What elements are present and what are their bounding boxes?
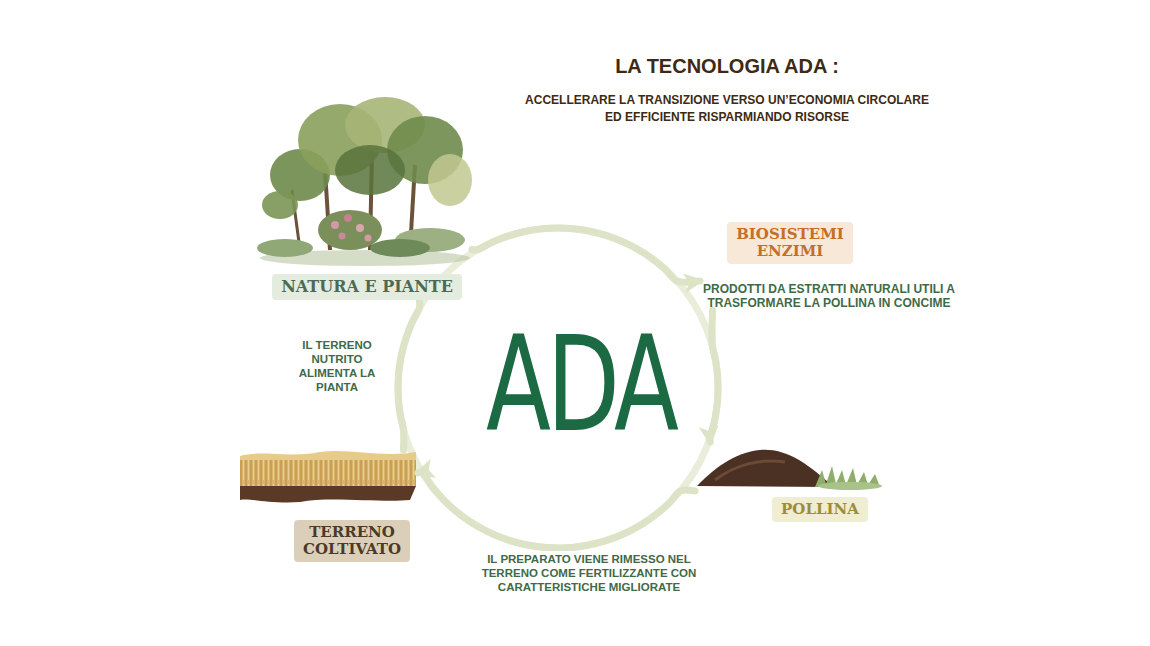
cycle-step: BIOSISTEMI ENZIMI PRODOTTI DA ESTRATTI NA…: [700, 222, 958, 310]
field-illustration: [240, 451, 416, 502]
logo-text: ADA: [486, 318, 630, 450]
cycle-step: TERRENO COLTIVATO: [238, 450, 418, 562]
cycle-step: NATURA E PIANTE: [255, 100, 472, 300]
edge-label: IL PREPARATO VIENE RIMESSO NEL TERRENO C…: [468, 551, 710, 595]
diagram-title: LA TECNOLOGIA ADA :: [517, 55, 937, 78]
cycle-arrow: [418, 472, 695, 548]
step-description: PRODOTTI DA ESTRATTI NATURALI UTILI A TR…: [700, 282, 958, 311]
cycle-arrow: [398, 300, 420, 450]
subtitle: ACCELLERARE LA TRANSIZIONE VERSO UN’ECON…: [517, 92, 937, 126]
manure-pile-illustration: [697, 450, 882, 490]
manure-badge: POLLINA: [772, 497, 868, 522]
enzymes-badge: BIOSISTEMI ENZIMI: [727, 222, 853, 264]
tree-illustration: [257, 97, 472, 266]
nature-badge: NATURA E PIANTE: [272, 274, 462, 300]
cycle-arrow: [710, 310, 718, 442]
cycle-arrow: [472, 228, 700, 282]
cycle-step: POLLINA: [695, 442, 885, 522]
soil-badge: TERRENO COLTIVATO: [294, 520, 410, 562]
edge-label: IL TERRENO NUTRITO ALIMENTA LA PIANTA: [286, 337, 388, 395]
